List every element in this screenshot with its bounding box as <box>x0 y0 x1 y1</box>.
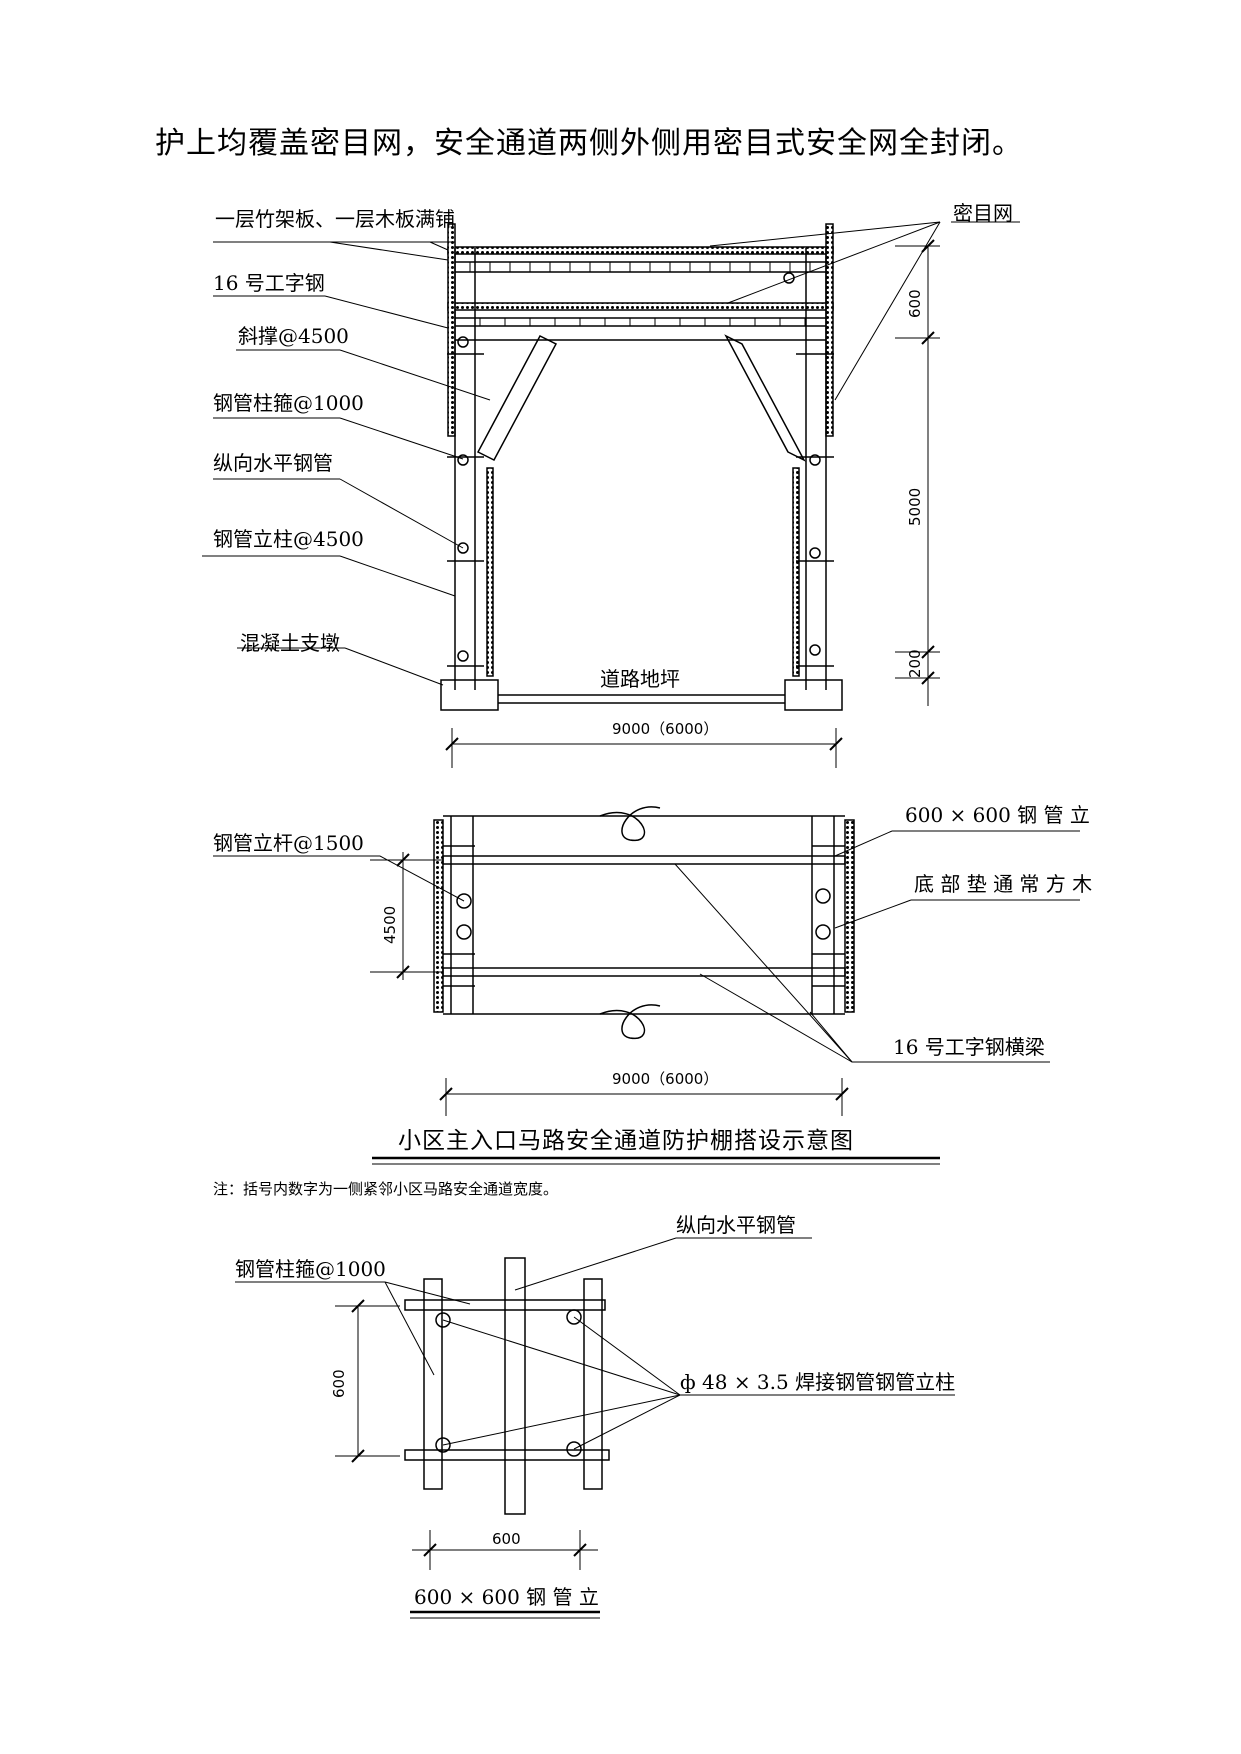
elevation-span-dim: 9000（6000） <box>612 720 718 738</box>
plan-span-dim: 9000（6000） <box>612 1070 718 1088</box>
mid-net-band <box>447 302 834 311</box>
detail-center-pipe <box>504 1257 526 1515</box>
timber-label: 底 部 垫 通 常 方 木 <box>914 872 1092 896</box>
top-net-band <box>447 246 834 255</box>
plan-drawing <box>433 806 855 1040</box>
intro-paragraph: 护上均覆盖密目网，安全通道两侧外侧用密目式安全网全封闭。 <box>155 126 1023 161</box>
dim-4500: 4500 <box>381 906 399 944</box>
dim-5000: 5000 <box>906 488 924 526</box>
detail-dims <box>335 1299 598 1570</box>
drawing-title: 小区主入口马路安全通道防护棚搭设示意图 <box>398 1128 854 1154</box>
detail-top-hoop <box>404 1299 606 1311</box>
elevation-drawing <box>440 223 843 711</box>
col600-label: 600 × 600 钢 管 立 <box>905 803 1090 827</box>
net-label: 密目网 <box>953 201 1013 225</box>
hoop-label: 钢管柱箍@1000 <box>213 391 364 415</box>
dim-200: 200 <box>906 649 924 678</box>
pier-label: 混凝土支墩 <box>240 631 340 655</box>
right-side-net <box>825 223 834 437</box>
left-lower-net <box>486 467 494 677</box>
detail-left-pipe <box>423 1278 443 1490</box>
detail-bottom-hoop <box>404 1449 610 1461</box>
drawing-note: 注：括号内数字为一侧紧邻小区马路安全通道宽度。 <box>213 1180 558 1198</box>
detail-leaders <box>235 1237 955 1450</box>
detail-title: 600 × 600 钢 管 立 <box>414 1585 599 1609</box>
pole-label: 钢管立杆@1500 <box>213 831 364 855</box>
elevation-leaders <box>202 221 1020 686</box>
deck-label: 一层竹架板、一层木板满铺 <box>215 207 455 231</box>
right-pier <box>784 679 843 711</box>
detail-hoop-label: 钢管柱箍@1000 <box>235 1257 386 1281</box>
left-side-net <box>447 223 456 437</box>
plan-leaders <box>213 830 1080 1063</box>
dim-600: 600 <box>906 289 924 318</box>
detail-dim-v600: 600 <box>330 1369 348 1398</box>
detail-pipe-label: ф 48 × 3.5 焊接钢管钢管立柱 <box>680 1370 955 1394</box>
detail-drawing <box>404 1257 610 1515</box>
plan-dims <box>370 852 849 1116</box>
plan-right-net <box>844 819 855 1013</box>
deck-boards <box>469 262 811 272</box>
plan-left-net <box>433 819 444 1013</box>
elevation-dims <box>445 239 940 768</box>
detail-right-pipe <box>583 1278 603 1490</box>
left-pier <box>440 679 499 711</box>
long-pipe-label: 纵向水平钢管 <box>213 451 333 475</box>
detail-dim-h600: 600 <box>492 1530 521 1548</box>
plan-beam-top <box>442 855 846 865</box>
deck-boards-lower <box>479 318 806 326</box>
plan-beam-bottom <box>442 967 846 977</box>
beam-label: 16 号工字钢横梁 <box>893 1035 1045 1059</box>
left-brace <box>476 335 558 461</box>
column-label: 钢管立柱@4500 <box>213 527 364 551</box>
detail-long-pipe-label: 纵向水平钢管 <box>676 1213 796 1237</box>
road-label: 道路地坪 <box>600 667 680 691</box>
right-brace <box>724 334 806 462</box>
i-beam-label: 16 号工字钢 <box>213 271 325 295</box>
right-lower-net <box>792 467 800 677</box>
brace-label: 斜撑@4500 <box>238 324 349 348</box>
